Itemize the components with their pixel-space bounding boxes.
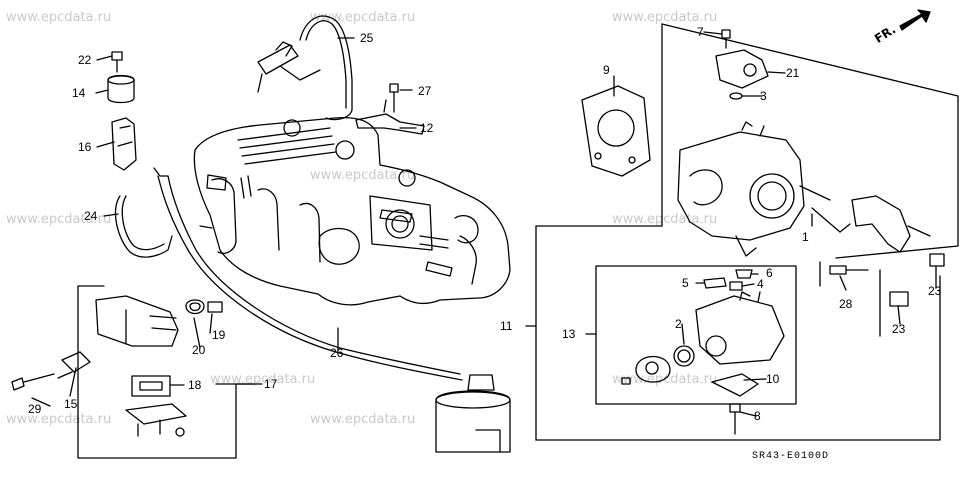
watermark: www.epcdata.ru [6,212,112,227]
group-13-box [595,265,797,405]
clip-4 [729,281,743,291]
valve-body [695,291,785,365]
callout-5: 5 [682,276,689,290]
callout-25: 25 [360,31,374,45]
bracket-lever [851,195,931,253]
callout-17: 17 [264,377,278,391]
nut-19 [207,301,223,313]
callout-26: 26 [330,346,344,360]
hose-24 [114,195,173,258]
callout-3: 3 [760,89,767,103]
screw-7 [721,29,731,49]
diagram-code: SR43-E0100D [752,451,830,462]
callout-11: 11 [500,319,513,333]
group-17-bracket [77,285,237,459]
cap-14 [107,74,135,104]
washer-6 [735,269,753,279]
watermark: www.epcdata.ru [612,10,718,25]
callout-13: 13 [562,327,576,341]
connector-15 [57,351,91,379]
o-ring-3 [729,92,743,100]
front-arrow-icon [899,9,931,31]
nut-23b [889,291,909,307]
vacuum-hose-25 [257,15,353,121]
group-17-bracket [235,383,263,459]
callout-14: 14 [72,86,86,100]
group-box [661,23,959,259]
watermark: www.epcdata.ru [6,10,112,25]
callout-27: 27 [418,84,432,98]
o-ring-2 [673,345,695,367]
bolt-27 [389,83,399,113]
gasket-20 [185,299,205,315]
callout-21: 21 [786,66,800,80]
watermark: www.epcdata.ru [6,412,112,427]
clip-10 [711,373,759,397]
bolt-29 [11,373,55,391]
callout-9: 9 [603,63,610,77]
watermark: www.epcdata.ru [310,412,416,427]
callout-28: 28 [839,297,853,311]
callout-12: 12 [420,121,434,135]
screw-22 [111,51,123,73]
callout-4: 4 [757,277,764,291]
callout-8: 8 [754,409,761,423]
callout-labels: 1 2 3 4 5 6 7 8 9 10 11 13 12 14 15 16 1… [28,25,942,423]
callout-22: 22 [78,53,92,67]
callout-1: 1 [802,230,809,244]
watermark: www.epcdata.ru [210,372,316,387]
group-11-box [535,275,941,441]
hose-26 [153,167,461,375]
gasket [635,356,671,383]
callout-15: 15 [64,397,78,411]
sensor-21 [715,49,769,89]
hose-26 [157,175,463,381]
throttle-body [677,121,851,257]
bolt-28 [829,265,869,275]
callout-7: 7 [697,25,704,39]
callout-24: 24 [84,209,98,223]
gasket-9 [581,85,651,177]
callout-2: 2 [675,317,682,331]
watermark: www.epcdata.ru [310,168,416,183]
callout-23b: 23 [892,322,906,336]
callout-29: 29 [28,402,42,416]
callout-23: 23 [928,284,942,298]
sensor-16 [111,117,137,171]
clip-5 [703,277,727,289]
screw [621,377,631,385]
canister [435,374,511,453]
callout-20: 20 [192,343,206,357]
solenoid-valve [95,295,179,347]
nut-23 [929,253,945,267]
intake-manifold [193,116,511,306]
bracket-12 [355,99,425,135]
bracket-plate [125,403,187,437]
callout-19: 19 [212,328,226,342]
callout-16: 16 [78,140,92,154]
callout-6: 6 [766,266,773,280]
callout-10: 10 [766,372,780,386]
bolt-8 [729,403,741,435]
callout-18: 18 [188,378,202,392]
gasket-18 [131,375,171,397]
